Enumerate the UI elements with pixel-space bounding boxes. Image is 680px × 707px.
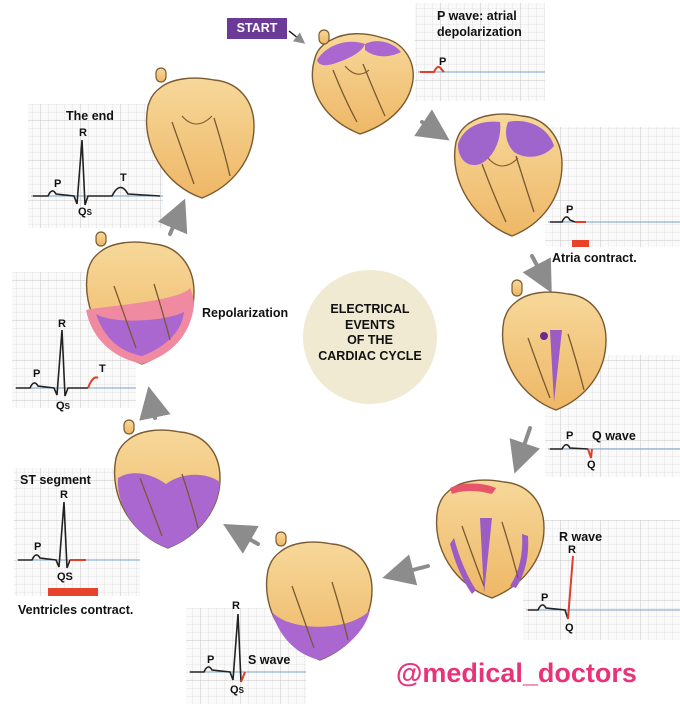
heart-atria — [454, 113, 563, 237]
ekg-grid-r-wave — [523, 520, 680, 640]
s-stage-r-letter: R — [232, 600, 240, 612]
ventricles-label: Ventricles contract. — [18, 603, 134, 617]
center-line-3: OF THE — [347, 333, 393, 347]
center-line-2: EVENTS — [344, 317, 395, 332]
s-stage-s: S — [238, 686, 244, 695]
s-wave-label: S wave — [248, 653, 291, 667]
heart-p-wave — [311, 29, 414, 135]
s-stage-q: Q — [230, 684, 239, 696]
q-stage-q-letter: Q — [587, 459, 596, 471]
st-p-letter: P — [34, 541, 42, 553]
ekg-grid-atria — [545, 127, 680, 247]
heart-s-wave — [265, 531, 373, 661]
p-wave-p-letter: P — [439, 56, 447, 68]
end-q-letter: QS — [78, 206, 92, 218]
repol-r-letter: R — [58, 318, 66, 330]
r-wave-label: R wave — [559, 530, 603, 544]
center-line-4: CARDIAC CYCLE — [318, 348, 422, 363]
heart-r-wave — [435, 479, 545, 599]
repol-q: Q — [56, 400, 65, 412]
repolarization-label: Repolarization — [202, 306, 289, 320]
center-circle — [303, 270, 437, 404]
st-segment-label: ST segment — [20, 473, 91, 487]
heart-end — [145, 67, 255, 199]
heart-st — [113, 419, 221, 549]
r-stage-q-letter: Q — [565, 622, 574, 634]
heart-repol — [85, 231, 195, 365]
ekg-grid-end — [28, 104, 163, 228]
atria-label: Atria contract. — [552, 251, 637, 265]
st-r-letter: R — [60, 489, 68, 501]
q-stage-p-letter: P — [566, 430, 574, 442]
heart-q-wave — [501, 279, 607, 411]
p-wave-label-1: P wave: atrial — [437, 9, 517, 23]
repol-q-letter: QS — [56, 400, 70, 412]
end-s: S — [86, 208, 92, 217]
cycle-arrows — [139, 109, 552, 586]
repol-t-letter: T — [99, 363, 106, 375]
s-stage-q-letter: QS — [230, 684, 244, 696]
p-wave-label-2: depolarization — [437, 25, 522, 39]
start-arrow — [288, 30, 306, 44]
s-stage-p-letter: P — [207, 654, 215, 666]
r-stage-p-letter: P — [541, 592, 549, 604]
atria-p-letter: P — [566, 204, 574, 216]
watermark-handle: @medical_doctors — [396, 658, 637, 688]
end-p-letter: P — [54, 178, 62, 190]
the-end-label: The end — [66, 109, 114, 123]
repol-s: S — [64, 402, 70, 411]
center-title: ELECTRICAL EVENTS OF THE CARDIAC CYCLE — [303, 302, 437, 364]
repol-p-letter: P — [33, 368, 41, 380]
end-r-letter: R — [79, 127, 87, 139]
end-t-letter: T — [120, 172, 127, 184]
start-label: START — [227, 18, 287, 39]
center-line-1: ELECTRICAL — [330, 302, 410, 316]
end-q: Q — [78, 206, 87, 218]
r-stage-r-letter: R — [568, 544, 576, 556]
st-qs-letter: QS — [57, 571, 73, 583]
q-wave-label: Q wave — [592, 429, 636, 443]
ekg-grid-s-wave — [186, 608, 306, 704]
ekg-grid-p-wave — [415, 3, 545, 101]
